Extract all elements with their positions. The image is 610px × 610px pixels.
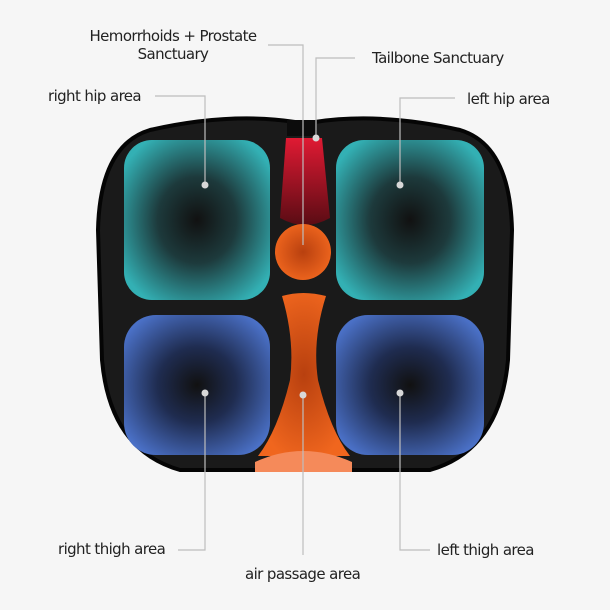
- left-thigh-zone: [336, 315, 484, 455]
- leader-right-thigh: [178, 393, 206, 551]
- leader-hemorrhoids: [268, 44, 304, 245]
- tailbone-zone: [280, 138, 330, 225]
- right-thigh-zone: [124, 315, 270, 455]
- label-hemorrhoids-line2: Sanctuary: [137, 45, 209, 63]
- label-hemorrhoids-line1: Hemorrhoids + Prostate: [89, 27, 258, 45]
- leader-lines: [155, 44, 455, 555]
- label-air-passage: air passage area: [245, 565, 361, 583]
- center-zone: [275, 224, 331, 280]
- marker-dots: [201, 134, 404, 399]
- air-passage-zone: [258, 293, 350, 456]
- right-hip-zone: [124, 140, 270, 300]
- label-left-hip: left hip area: [467, 90, 550, 108]
- leader-tailbone: [315, 57, 355, 138]
- label-right-thigh: right thigh area: [58, 540, 166, 558]
- leader-left-hip: [399, 97, 455, 185]
- label-left-thigh: left thigh area: [437, 541, 534, 559]
- label-tailbone: Tailbone Sanctuary: [372, 49, 504, 67]
- label-right-hip: right hip area: [48, 87, 142, 105]
- left-hip-zone: [336, 140, 484, 300]
- leader-right-hip: [155, 95, 206, 185]
- label-hemorrhoids: Hemorrhoids + Prostate Sanctuary: [78, 27, 268, 63]
- handle-tab: [287, 120, 317, 136]
- leader-left-thigh: [399, 393, 430, 551]
